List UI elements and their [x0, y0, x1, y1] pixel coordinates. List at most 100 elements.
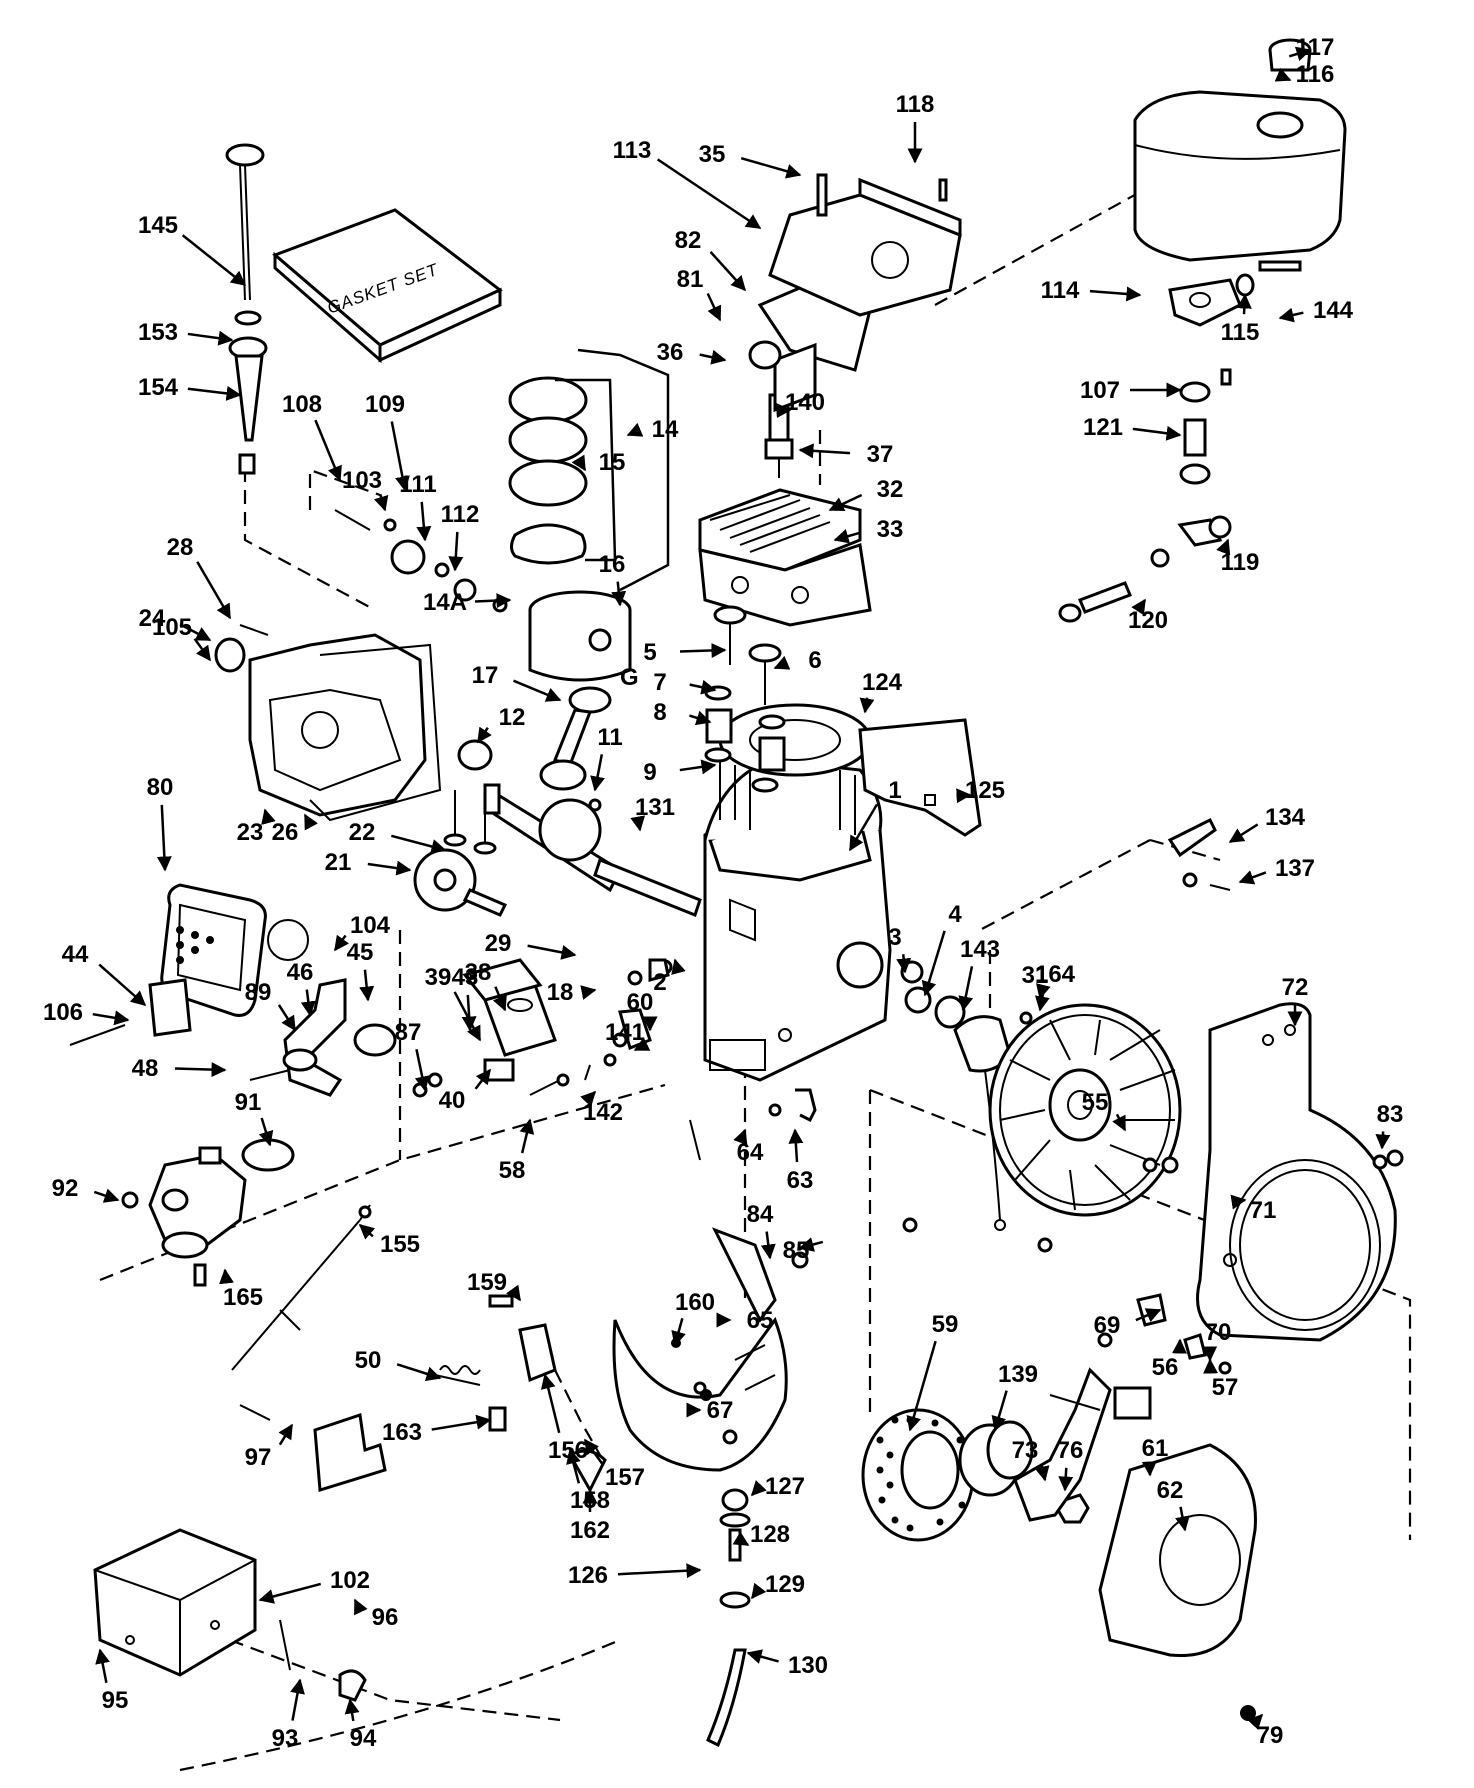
callout-leader-arrow [1228, 823, 1259, 844]
callout-label: 81 [677, 266, 704, 293]
callout-label: 113 [613, 137, 652, 164]
rewind-starter [1098, 1443, 1257, 1721]
callout-leader-arrow [1238, 870, 1267, 885]
callout-label: 157 [605, 1464, 645, 1491]
callout-162: 162 [570, 1488, 610, 1544]
shroud-cover [93, 1528, 367, 1702]
callout-leader-arrow [750, 1480, 767, 1497]
callout-23: 23 [237, 808, 276, 846]
callout-leader-arrow [303, 813, 318, 831]
callout-leader-arrow [219, 1268, 234, 1285]
callout-79: 79 [1247, 1713, 1283, 1749]
callout-label: 108 [282, 391, 322, 418]
callout-109: 109 [365, 391, 410, 492]
callout-84: 84 [747, 1201, 776, 1260]
callout-leader-arrow [93, 1188, 120, 1203]
callout-61: 61 [1142, 1435, 1168, 1477]
oil-seal-12 [457, 739, 493, 771]
air-baffle-121 [858, 718, 982, 837]
callout-label: 44 [62, 941, 89, 968]
callout-14: 14 [626, 416, 679, 443]
callout-leader-arrow [453, 991, 482, 1042]
callout-35: 35 [699, 141, 802, 179]
callout-leader-arrow [314, 419, 342, 482]
callout-label: 144 [1313, 297, 1354, 324]
callout-label: 9 [643, 759, 656, 786]
callout-leader-arrow [630, 815, 646, 832]
callout-label: 145 [138, 212, 178, 239]
callout-87: 87 [395, 1019, 430, 1092]
callout-leader-arrow [732, 1531, 750, 1547]
callout-leader-arrow [679, 642, 727, 658]
callout-94: 94 [344, 1698, 377, 1752]
callout-leader-arrow [414, 1049, 430, 1092]
callout-label: 137 [1275, 855, 1315, 882]
callout-leader-arrow [1288, 46, 1312, 62]
callout-29: 29 [485, 930, 577, 960]
callout-165: 165 [219, 1268, 263, 1311]
callout-63: 63 [787, 1128, 813, 1194]
callout-157: 157 [583, 1438, 645, 1491]
callout-label: 17 [472, 662, 499, 689]
callout-120: 120 [1128, 598, 1168, 634]
callout-label: 83 [1377, 1101, 1404, 1128]
callout-label: 32 [877, 476, 904, 503]
callout-label: 116 [1296, 61, 1335, 88]
callout-106: 106 [43, 999, 130, 1026]
callout-label: 131 [635, 794, 675, 821]
valve-tappets [443, 790, 497, 855]
callout-label: 121 [1083, 414, 1123, 441]
connecting-rod [539, 686, 612, 791]
callout-9: 9 [643, 759, 717, 786]
callout-leader-arrow [656, 158, 762, 230]
callout-label: 87 [395, 1019, 422, 1046]
callout-leader-arrow [896, 954, 912, 974]
callout-label: 102 [330, 1567, 370, 1594]
callout-leader-arrow [1089, 286, 1142, 302]
callout-22: 22 [349, 819, 447, 854]
callout-label: 23 [237, 819, 264, 846]
callout-43: 43 [452, 964, 478, 1032]
callout-label: 62 [1157, 1477, 1184, 1504]
callout-111: 111 [399, 471, 437, 542]
callout-label: 60 [627, 989, 654, 1016]
callout-label: 160 [675, 1289, 715, 1316]
callout-leader-arrow [626, 422, 644, 437]
callout-leader-arrow [671, 958, 686, 975]
callout-label: 93 [272, 1725, 299, 1752]
callout-leader-arrow [187, 385, 242, 401]
callout-40: 40 [439, 1068, 491, 1114]
callout-59: 59 [906, 1311, 958, 1432]
governor-gear [334, 509, 508, 613]
callout-114: 114 [1041, 277, 1142, 304]
callout-label: 89 [245, 979, 272, 1006]
cylinder-head [698, 488, 872, 627]
callout-leader-arrow [187, 330, 234, 346]
callout-label: 153 [138, 319, 178, 346]
callout-80: 80 [147, 774, 173, 872]
crankshaft [483, 783, 702, 917]
callout-leader-arrow [1375, 1131, 1391, 1150]
muffler [69, 883, 267, 1046]
callout-71: 71 [1230, 1194, 1276, 1224]
callout-leader-arrow [991, 1390, 1008, 1432]
callout-label: 134 [1265, 804, 1306, 831]
callout-81: 81 [677, 266, 722, 322]
callout-label: 65 [747, 1307, 774, 1334]
callout-leader-arrow [689, 710, 712, 726]
fuel-shutoff-parts [1058, 260, 1302, 623]
callout-60: 60 [627, 989, 658, 1032]
callout-leader-arrow [416, 501, 432, 542]
callout-label: 35 [699, 141, 726, 168]
callout-117: 117 [1288, 34, 1334, 62]
callout-21: 21 [325, 849, 412, 876]
callout-leader-arrow [461, 994, 477, 1032]
callout-56: 56 [1152, 1338, 1187, 1381]
callout-57: 57 [1203, 1358, 1238, 1401]
callout-label: 55 [1082, 1089, 1109, 1116]
callout-131: 131 [630, 794, 675, 832]
callout-leader-arrow [196, 561, 232, 620]
callout-label: 119 [1221, 549, 1260, 576]
callout-127: 127 [750, 1473, 805, 1500]
